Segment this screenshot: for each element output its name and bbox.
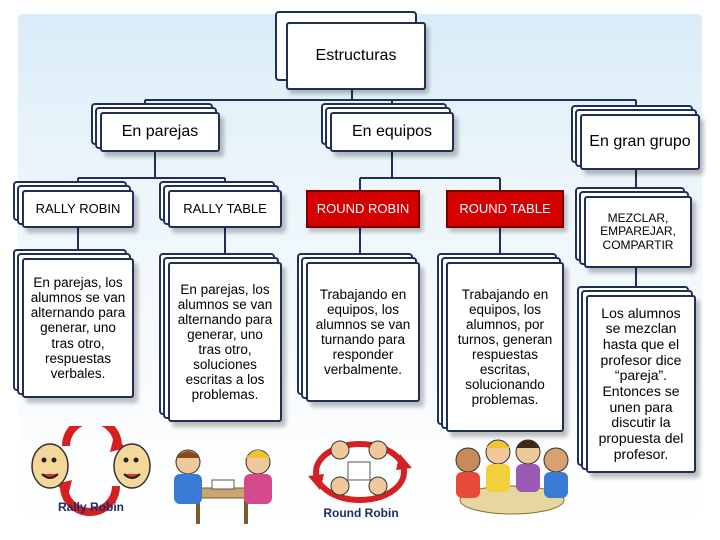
round-robin-illustration bbox=[300, 424, 418, 508]
caption-round-robin: Round Robin bbox=[323, 506, 399, 520]
node-rally-table: RALLY TABLE bbox=[168, 190, 282, 228]
desc-rally-table-text: En parejas, los alumnos se van alternand… bbox=[177, 281, 273, 403]
desc-mezclar: Los alumnos se mezclan hasta que el prof… bbox=[586, 295, 696, 473]
node-en-equipos: En equipos bbox=[330, 112, 454, 152]
desc-round-table: Trabajando en equipos, los alumnos, por … bbox=[446, 262, 564, 432]
desc-round-table-text: Trabajando en equipos, los alumnos, por … bbox=[457, 286, 553, 408]
node-mezclar: MEZCLAR, EMPAREJAR, COMPARTIR bbox=[584, 196, 692, 268]
node-round-robin-label: ROUND ROBIN bbox=[316, 200, 410, 216]
desc-round-robin: Trabajando en equipos, los alumnos se va… bbox=[306, 262, 420, 402]
node-en-gran-grupo-label: En gran grupo bbox=[589, 133, 691, 151]
node-round-table: ROUND TABLE bbox=[446, 190, 564, 228]
node-en-parejas-label: En parejas bbox=[121, 123, 199, 141]
caption-rally-robin: Rally Robin bbox=[57, 500, 124, 514]
node-rally-robin: RALLY ROBIN bbox=[22, 190, 134, 228]
node-en-equipos-label: En equipos bbox=[351, 123, 433, 141]
round-table-illustration bbox=[446, 430, 576, 526]
node-mezclar-label: MEZCLAR, EMPAREJAR, COMPARTIR bbox=[600, 210, 676, 252]
rally-robin-illustration bbox=[26, 426, 154, 516]
node-round-table-label: ROUND TABLE bbox=[459, 200, 551, 216]
desc-rally-table: En parejas, los alumnos se van alternand… bbox=[168, 262, 282, 422]
desc-rally-robin: En parejas, los alumnos se van alternand… bbox=[22, 258, 134, 398]
node-rally-robin-label: RALLY ROBIN bbox=[35, 200, 121, 216]
node-round-robin: ROUND ROBIN bbox=[306, 190, 420, 228]
desc-mezclar-text: Los alumnos se mezclan hasta que el prof… bbox=[598, 304, 684, 462]
node-en-gran-grupo: En gran grupo bbox=[580, 114, 700, 170]
root-node: Estructuras bbox=[286, 22, 426, 90]
node-rally-table-label: RALLY TABLE bbox=[183, 200, 267, 216]
desc-round-robin-text: Trabajando en equipos, los alumnos se va… bbox=[315, 286, 411, 378]
rally-table-illustration bbox=[160, 440, 285, 528]
desc-rally-robin-text: En parejas, los alumnos se van alternand… bbox=[30, 275, 126, 381]
root-label: Estructuras bbox=[315, 47, 397, 65]
node-en-parejas: En parejas bbox=[100, 112, 220, 152]
